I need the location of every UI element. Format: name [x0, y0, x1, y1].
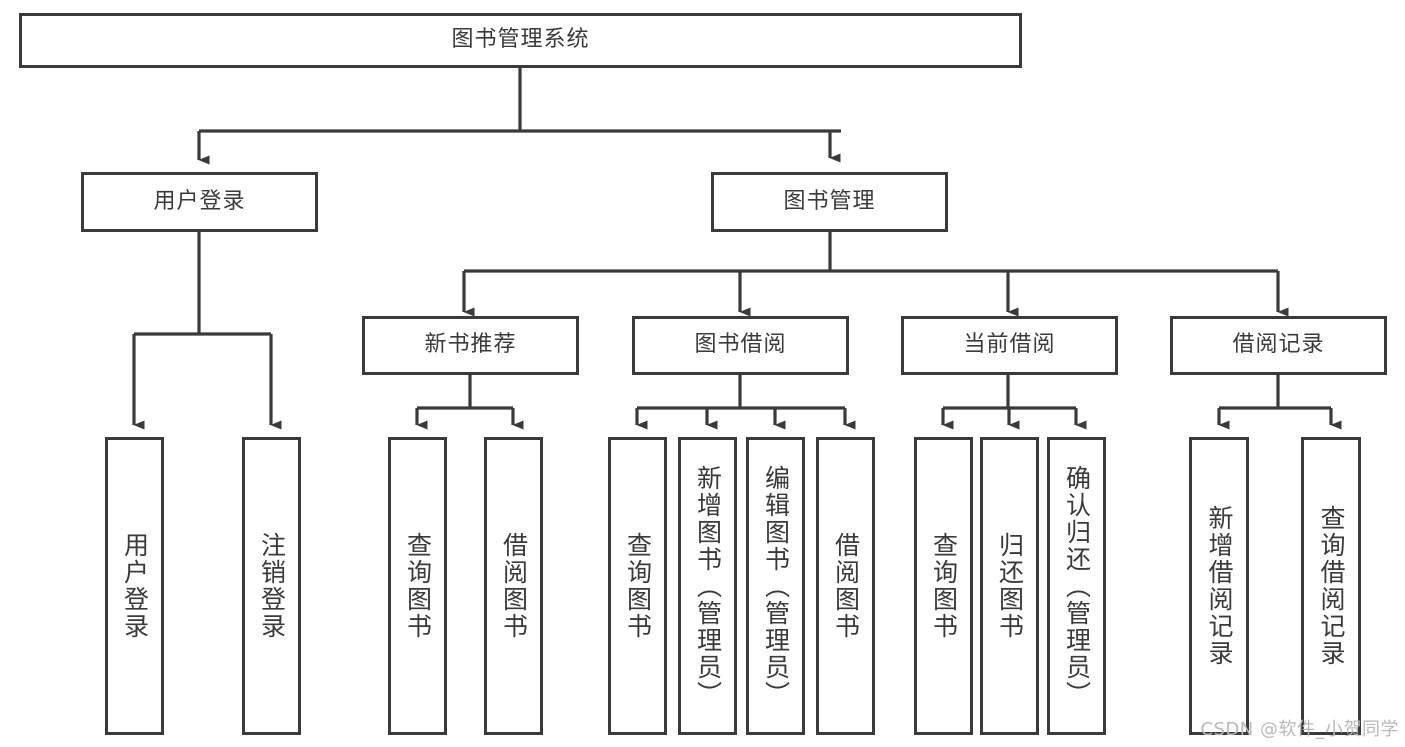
node-root[interactable]: 图书管理系统 [19, 13, 1022, 68]
node-leaf-edit-book-label: 编辑图书（管理员） [761, 464, 791, 708]
node-leaf-user-login-label: 用户登录 [120, 532, 150, 640]
node-leaf-borrow-book-2[interactable]: 借阅图书 [816, 437, 875, 735]
node-borrow-record[interactable]: 借阅记录 [1170, 316, 1387, 375]
node-leaf-query-book-3-label: 查询图书 [929, 532, 959, 640]
node-user-login-label: 用户登录 [153, 188, 246, 214]
node-current-borrow-label: 当前借阅 [963, 332, 1056, 358]
node-leaf-add-record-label: 新增借阅记录 [1205, 505, 1234, 667]
node-leaf-borrow-book-1-label: 借阅图书 [499, 532, 529, 640]
node-leaf-query-record[interactable]: 查询借阅记录 [1301, 437, 1361, 735]
node-user-login[interactable]: 用户登录 [81, 172, 318, 232]
node-leaf-query-book-2[interactable]: 查询图书 [608, 437, 667, 735]
node-leaf-logout-label: 注销登录 [257, 532, 287, 640]
node-leaf-edit-book[interactable]: 编辑图书（管理员） [746, 437, 805, 735]
node-new-book-recommend[interactable]: 新书推荐 [362, 316, 579, 375]
node-leaf-query-book-2-label: 查询图书 [623, 532, 653, 640]
node-leaf-return-book-label: 归还图书 [995, 532, 1025, 640]
node-leaf-add-book-label: 新增图书（管理员） [693, 464, 723, 708]
node-new-book-recommend-label: 新书推荐 [424, 332, 517, 358]
node-book-manage-label: 图书管理 [783, 188, 876, 214]
node-borrow-record-label: 借阅记录 [1232, 332, 1325, 358]
node-leaf-query-record-label: 查询借阅记录 [1317, 505, 1346, 667]
node-current-borrow[interactable]: 当前借阅 [901, 316, 1118, 375]
node-book-borrow[interactable]: 图书借阅 [632, 316, 849, 375]
node-leaf-user-login[interactable]: 用户登录 [105, 437, 164, 735]
node-leaf-query-book-1[interactable]: 查询图书 [388, 437, 447, 735]
node-leaf-add-record[interactable]: 新增借阅记录 [1189, 437, 1249, 735]
node-leaf-add-book[interactable]: 新增图书（管理员） [678, 437, 737, 735]
node-leaf-return-book[interactable]: 归还图书 [980, 437, 1039, 735]
node-book-borrow-label: 图书借阅 [694, 332, 787, 358]
node-leaf-borrow-book-2-label: 借阅图书 [831, 532, 861, 640]
node-leaf-confirm-return[interactable]: 确认归还（管理员） [1047, 437, 1106, 735]
node-book-manage[interactable]: 图书管理 [711, 172, 948, 232]
node-root-label: 图书管理系统 [451, 27, 590, 53]
node-leaf-borrow-book-1[interactable]: 借阅图书 [484, 437, 543, 735]
node-leaf-query-book-1-label: 查询图书 [403, 532, 433, 640]
node-leaf-logout[interactable]: 注销登录 [242, 437, 301, 735]
csdn-watermark: CSDN @软件_小贺同学 [1200, 719, 1399, 740]
node-leaf-query-book-3[interactable]: 查询图书 [914, 437, 973, 735]
node-leaf-confirm-return-label: 确认归还（管理员） [1062, 464, 1092, 708]
